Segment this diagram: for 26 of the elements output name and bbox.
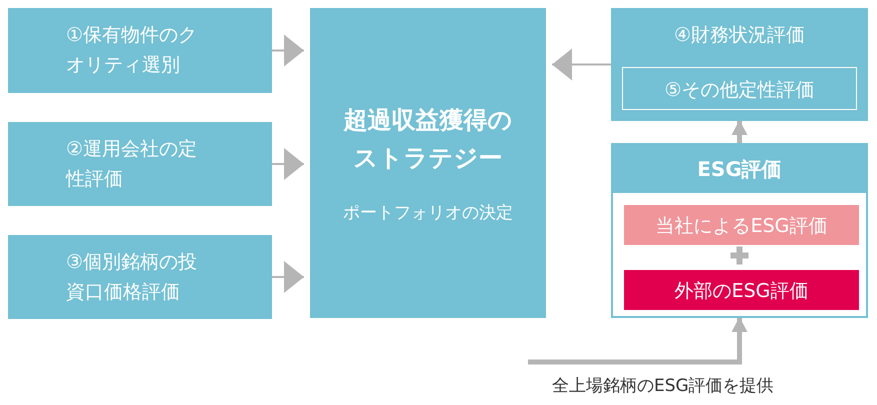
box-title: 超過収益獲得のストラテジー (342, 105, 514, 174)
box-label: ③個別銘柄の投資口価格評価 (66, 250, 198, 305)
box-label: ①保有物件のクオリティ選別 (66, 23, 198, 78)
chevron-arrow (552, 48, 611, 80)
arrow (732, 120, 748, 143)
evaluation-box (624, 270, 859, 310)
chevron-arrow (272, 148, 304, 180)
chevron-arrow (272, 34, 304, 66)
edge-label: 全上場銘柄のESG評価を提供 (552, 374, 774, 397)
box-label: ポートフォリオの決定 (342, 202, 514, 224)
process-box (8, 235, 272, 319)
box-title: ESG評価 (696, 156, 783, 183)
box-label: ④財務状況評価 (672, 23, 806, 48)
evaluation-box (622, 67, 857, 110)
arrow (528, 317, 748, 364)
strategy-box (310, 8, 546, 318)
box-label: 当社によるESG評価 (654, 214, 828, 239)
process-box (8, 122, 272, 206)
chevron-arrow (272, 261, 304, 293)
process-box (8, 8, 272, 93)
esg-box (611, 143, 868, 318)
box-label: ②運用会社の定性評価 (66, 137, 198, 192)
box-label: ⑤その他定性評価 (663, 78, 816, 103)
box-label: 外部のESG評価 (674, 279, 810, 304)
evaluation-box (624, 205, 859, 245)
evaluation-box (611, 8, 868, 121)
